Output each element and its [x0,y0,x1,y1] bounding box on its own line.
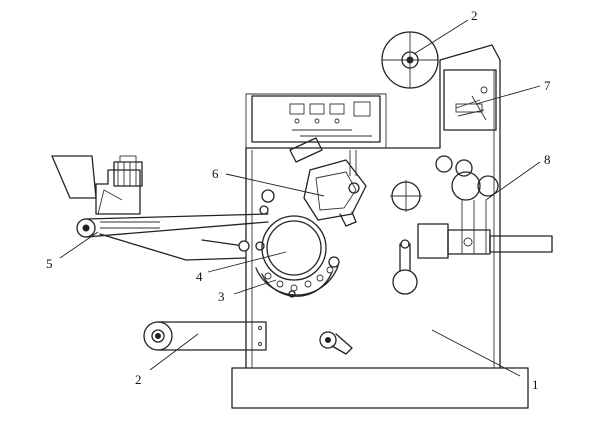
callout-8: 8 [544,152,551,167]
callout-2-top: 2 [471,8,478,23]
top-reel [381,31,439,89]
guide-rail [201,189,275,252]
control-panel [251,95,381,143]
center-wheel [390,180,422,212]
callout-3: 3 [218,289,225,304]
pendulum-lever [392,239,418,295]
feed-conveyor [51,155,269,261]
callout-7: 7 [544,78,551,93]
callout-2-bottom: 2 [135,372,142,387]
main-drum [255,215,340,298]
upper-right-unit [443,69,497,131]
machine-base [231,367,529,409]
forming-unit [289,137,367,227]
callout-5: 5 [46,256,53,271]
callout-4: 4 [196,269,203,284]
main-frame [245,44,501,369]
right-mechanism [417,155,553,259]
leader-lines [59,19,541,377]
bottom-reel [143,321,267,351]
lower-eccentric [319,331,353,355]
callout-6: 6 [212,166,219,181]
callout-1: 1 [532,377,539,392]
